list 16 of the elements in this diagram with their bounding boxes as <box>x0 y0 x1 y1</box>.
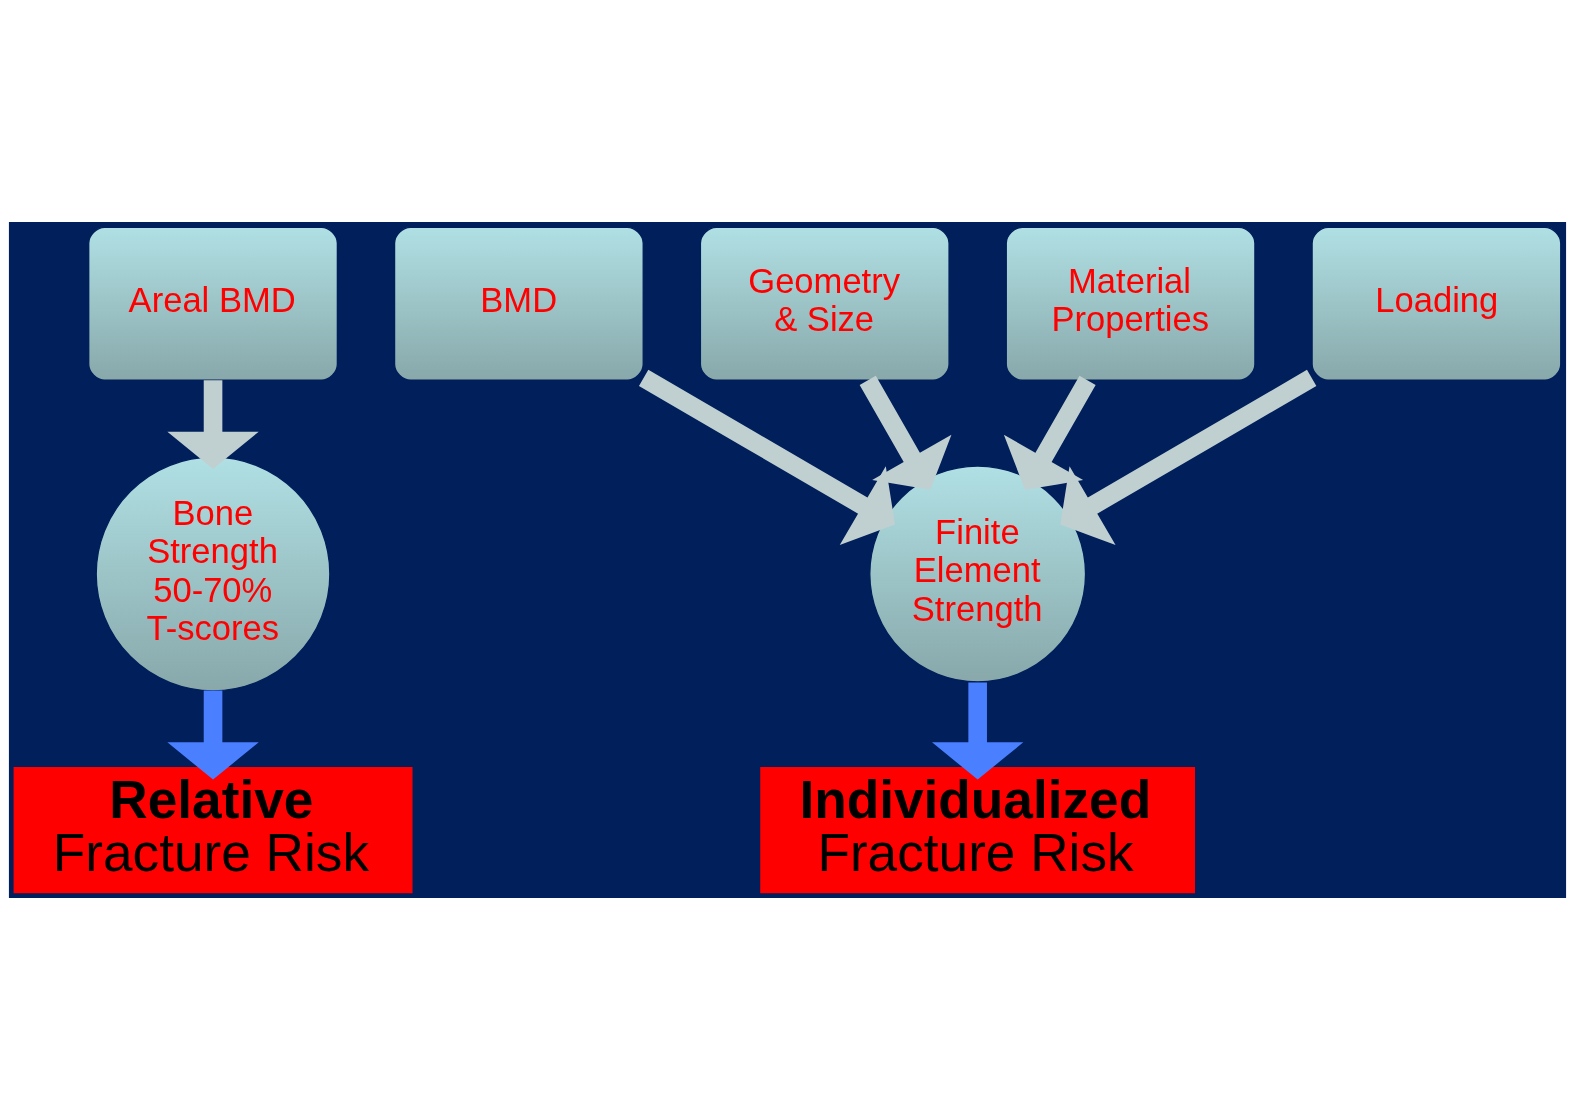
node-box: Material Properties <box>1005 226 1256 381</box>
node-box: Individualized Fracture Risk <box>760 767 1196 894</box>
arrow <box>167 690 259 780</box>
arrow <box>932 682 1024 780</box>
arrow <box>1060 369 1317 546</box>
arrow <box>1003 375 1096 490</box>
arrow <box>859 375 952 490</box>
node-circle: Bone Strength 50-70% T-scores <box>95 456 331 692</box>
arrow <box>167 380 259 469</box>
node-box: Relative Fracture Risk <box>13 767 413 894</box>
node-box: BMD <box>393 226 644 381</box>
node-box: Geometry & Size <box>699 226 950 381</box>
node-box: Loading <box>1311 226 1562 381</box>
arrow <box>638 369 895 546</box>
node-circle: Finite Element Strength <box>869 465 1087 683</box>
node-box: Areal BMD <box>88 226 339 381</box>
